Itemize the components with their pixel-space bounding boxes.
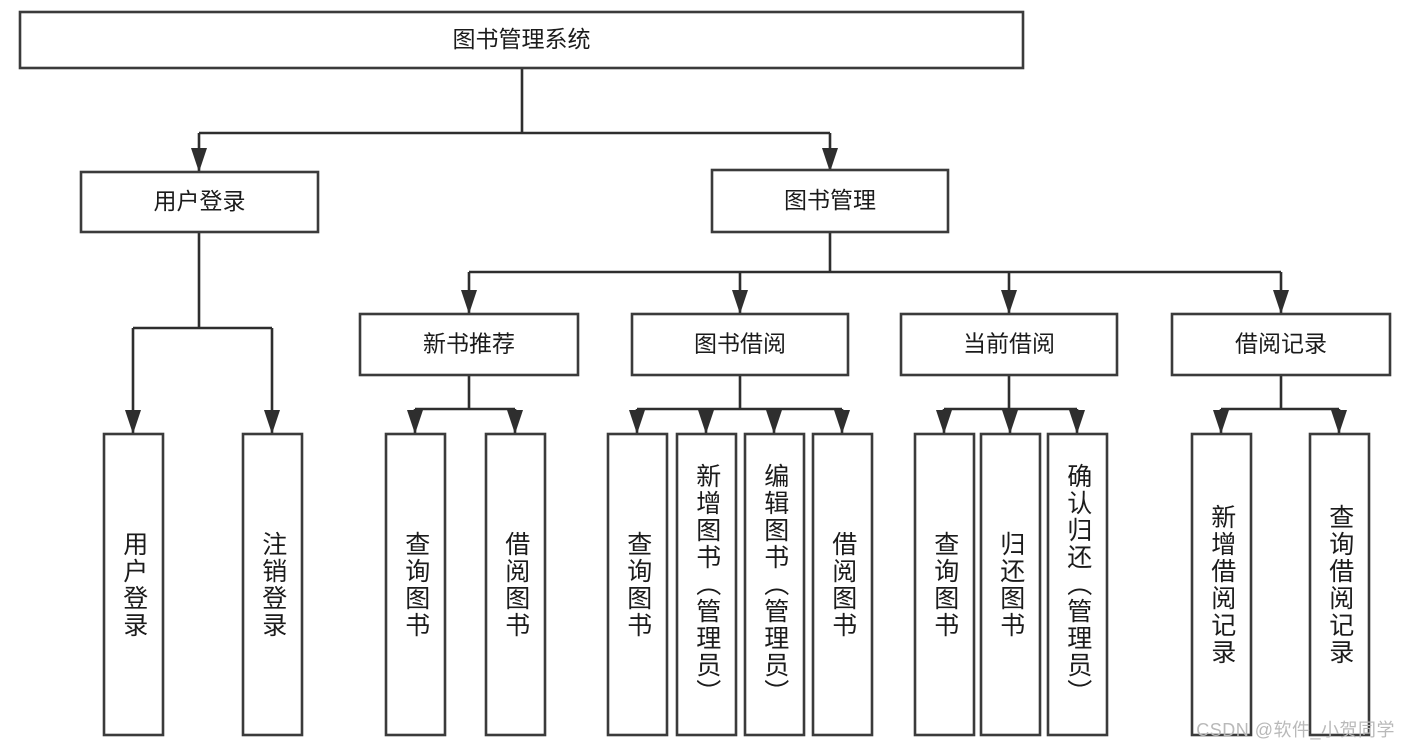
- leaf-box-1[interactable]: [241, 432, 304, 737]
- arrow-head-icon: [1213, 410, 1229, 434]
- arrow-head-icon: [461, 290, 477, 314]
- arrow-head-icon: [407, 410, 423, 434]
- watermark: CSDN @软件_小贺同学: [1196, 720, 1395, 740]
- leaf-box-5[interactable]: [675, 432, 738, 737]
- arrow-head-icon: [698, 410, 714, 434]
- level3-box-label-3: 借阅记录: [1235, 331, 1327, 357]
- level3-box-3[interactable]: [1170, 312, 1392, 377]
- leaf-box-8[interactable]: [913, 432, 976, 737]
- level2-box-1[interactable]: [710, 168, 950, 234]
- level3-box-label-2: 当前借阅: [963, 331, 1055, 357]
- leaf-box-12[interactable]: [1308, 432, 1371, 737]
- arrow-head-icon: [1002, 410, 1018, 434]
- arrow-head-icon: [1001, 290, 1017, 314]
- level3-box-label-1: 图书借阅: [694, 331, 786, 357]
- level3-box-label-0: 新书推荐: [423, 331, 515, 357]
- arrow-head-icon: [1069, 410, 1085, 434]
- leaf-box-3[interactable]: [484, 432, 547, 737]
- leaf-box-10[interactable]: [1046, 432, 1109, 737]
- level2-box-0[interactable]: [79, 170, 320, 234]
- level3-box-1[interactable]: [630, 312, 850, 377]
- arrow-head-icon: [629, 410, 645, 434]
- arrow-head-icon: [191, 148, 207, 172]
- level3-box-2[interactable]: [899, 312, 1119, 377]
- leaf-box-2[interactable]: [384, 432, 447, 737]
- leaf-box-4[interactable]: [606, 432, 669, 737]
- leaf-box-7[interactable]: [811, 432, 874, 737]
- leaf-box-11[interactable]: [1190, 432, 1253, 737]
- arrow-head-icon: [264, 410, 280, 434]
- arrow-head-icon: [1273, 290, 1289, 314]
- arrow-head-icon: [834, 410, 850, 434]
- level2-box-label-0: 用户登录: [154, 188, 246, 214]
- leaf-box-0[interactable]: [102, 432, 165, 737]
- leaf-box-6[interactable]: [743, 432, 806, 737]
- root-box-label: 图书管理系统: [453, 26, 591, 52]
- arrow-head-icon: [822, 148, 838, 172]
- leaf-box-9[interactable]: [979, 432, 1042, 737]
- level2-box-label-1: 图书管理: [784, 187, 876, 213]
- level3-box-0[interactable]: [358, 312, 580, 377]
- arrow-head-icon: [1331, 410, 1347, 434]
- connector-layer: [125, 68, 1347, 434]
- arrow-head-icon: [936, 410, 952, 434]
- arrow-head-icon: [507, 410, 523, 434]
- box-layer: [18, 10, 1392, 737]
- arrow-head-icon: [125, 410, 141, 434]
- arrow-head-icon: [766, 410, 782, 434]
- arrow-head-icon: [732, 290, 748, 314]
- root-box[interactable]: [18, 10, 1025, 70]
